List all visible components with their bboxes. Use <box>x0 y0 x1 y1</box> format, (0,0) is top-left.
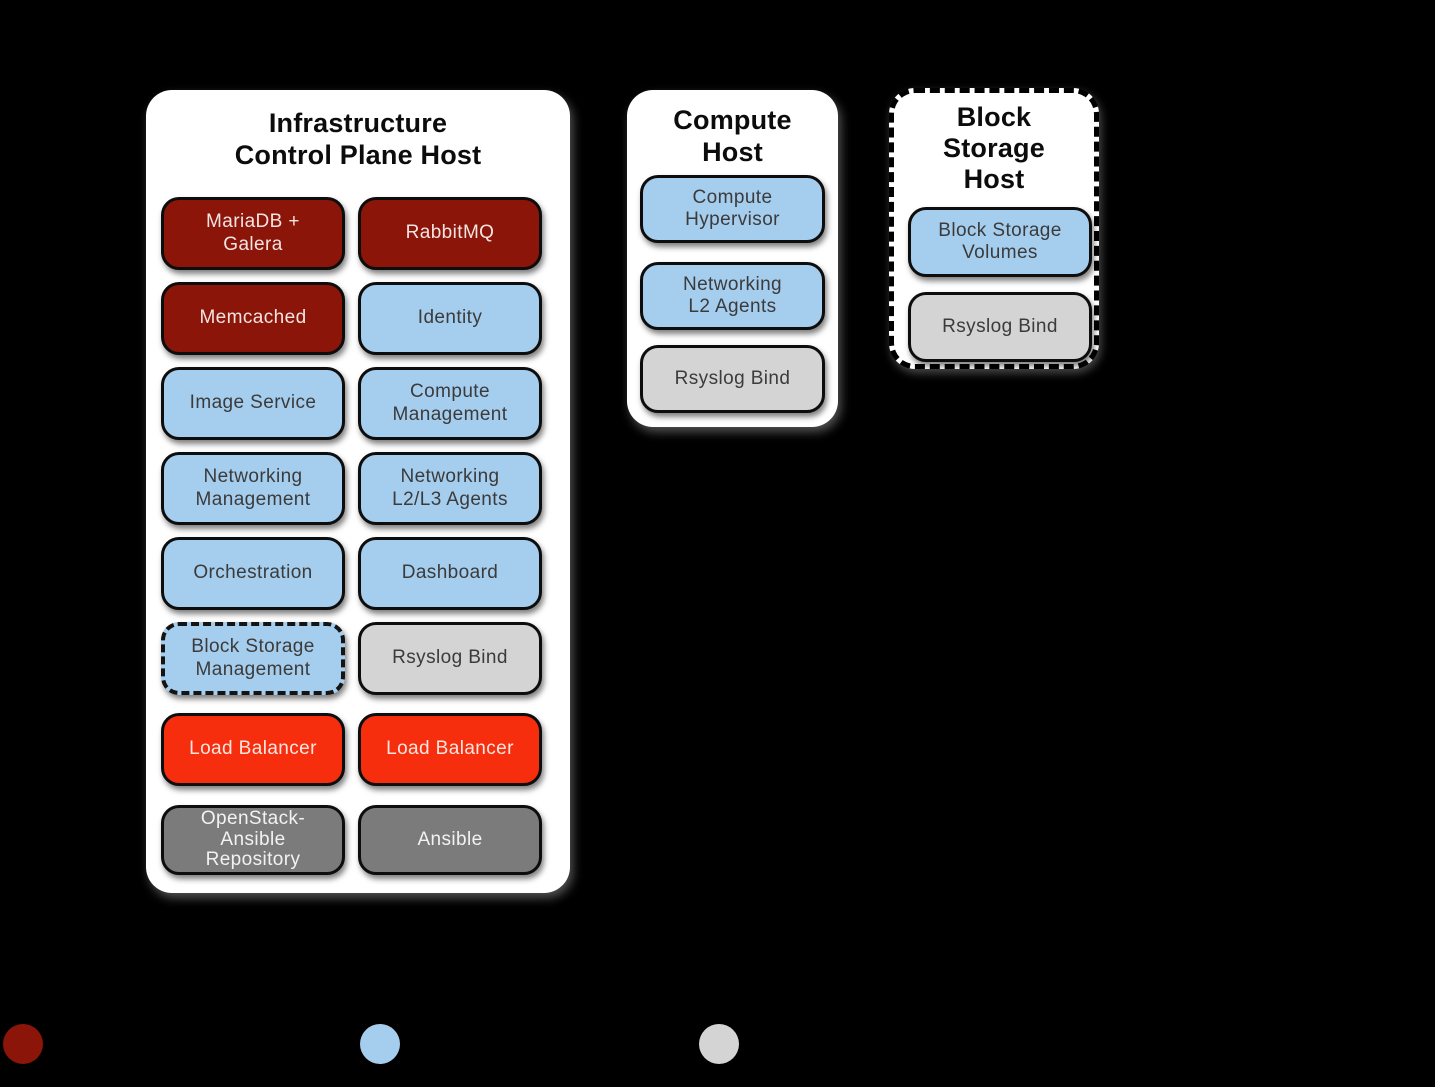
host-card-infrastructure-control-plane: Infrastructure Control Plane Host MariaD… <box>146 90 570 893</box>
service-box-image-service: Image Service <box>161 367 345 440</box>
service-box-load-balancer-2: Load Balancer <box>358 713 542 786</box>
host-title-infrastructure-control-plane: Infrastructure Control Plane Host <box>234 108 482 170</box>
host-title-block-storage: Block Storage Host <box>943 102 1045 194</box>
service-box-rabbitmq: RabbitMQ <box>358 197 542 270</box>
service-box-rsyslog-bind-infra: Rsyslog Bind <box>358 622 542 695</box>
legend-dot-infrastructure-service <box>3 1024 43 1064</box>
host-card-compute: Compute Host Compute Hypervisor Networki… <box>627 90 838 427</box>
service-box-compute-management: Compute Management <box>358 367 542 440</box>
service-box-identity: Identity <box>358 282 542 355</box>
service-box-load-balancer-1: Load Balancer <box>161 713 345 786</box>
service-box-networking-management: Networking Management <box>161 452 345 525</box>
service-box-memcached: Memcached <box>161 282 345 355</box>
service-box-rsyslog-bind-block-storage: Rsyslog Bind <box>908 292 1092 362</box>
service-box-networking-l2-agents: Networking L2 Agents <box>640 262 825 330</box>
host-card-block-storage: Block Storage Host Block Storage Volumes… <box>889 88 1099 369</box>
service-box-networking-l2-l3-agents: Networking L2/L3 Agents <box>358 452 542 525</box>
service-box-dashboard: Dashboard <box>358 537 542 610</box>
service-box-openstack-ansible-repository: OpenStack- Ansible Repository <box>161 805 345 875</box>
legend-dot-openstack-service <box>360 1024 400 1064</box>
service-box-mariadb-galera: MariaDB + Galera <box>161 197 345 270</box>
service-box-orchestration: Orchestration <box>161 537 345 610</box>
service-box-ansible: Ansible <box>358 805 542 875</box>
host-title-compute: Compute Host <box>673 105 792 167</box>
service-box-rsyslog-bind-compute: Rsyslog Bind <box>640 345 825 413</box>
service-box-block-storage-volumes: Block Storage Volumes <box>908 207 1092 277</box>
legend-dot-other-service <box>699 1024 739 1064</box>
service-box-block-storage-management: Block Storage Management <box>161 622 345 695</box>
service-box-compute-hypervisor: Compute Hypervisor <box>640 175 825 243</box>
